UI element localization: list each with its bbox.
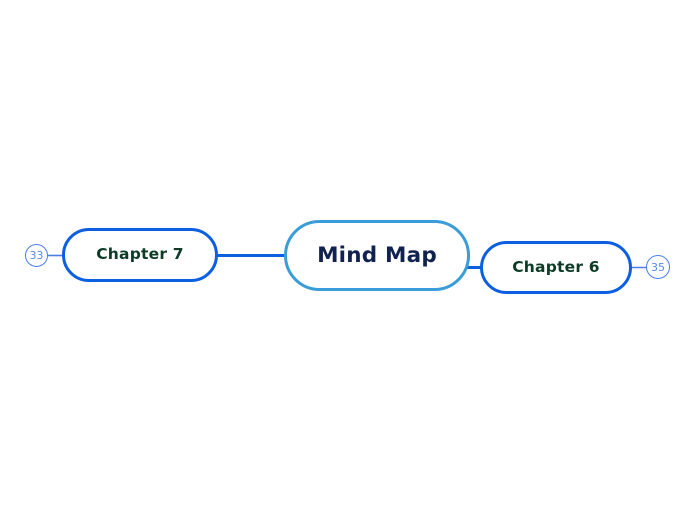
badge-right-label: 35 [651,260,665,274]
node-root-label: Mind Map [317,242,437,268]
node-root-mind-map[interactable]: Mind Map [284,220,470,291]
node-chapter-7[interactable]: Chapter 7 [62,228,218,282]
badge-left-label: 33 [29,249,44,262]
node-chapter-6[interactable]: Chapter 6 [480,241,632,294]
badge-right-count[interactable]: 35 [646,255,670,279]
node-chapter-6-label: Chapter 6 [512,257,600,276]
badge-left-count[interactable]: 33 [25,244,48,267]
node-chapter-7-label: Chapter 7 [96,245,184,264]
